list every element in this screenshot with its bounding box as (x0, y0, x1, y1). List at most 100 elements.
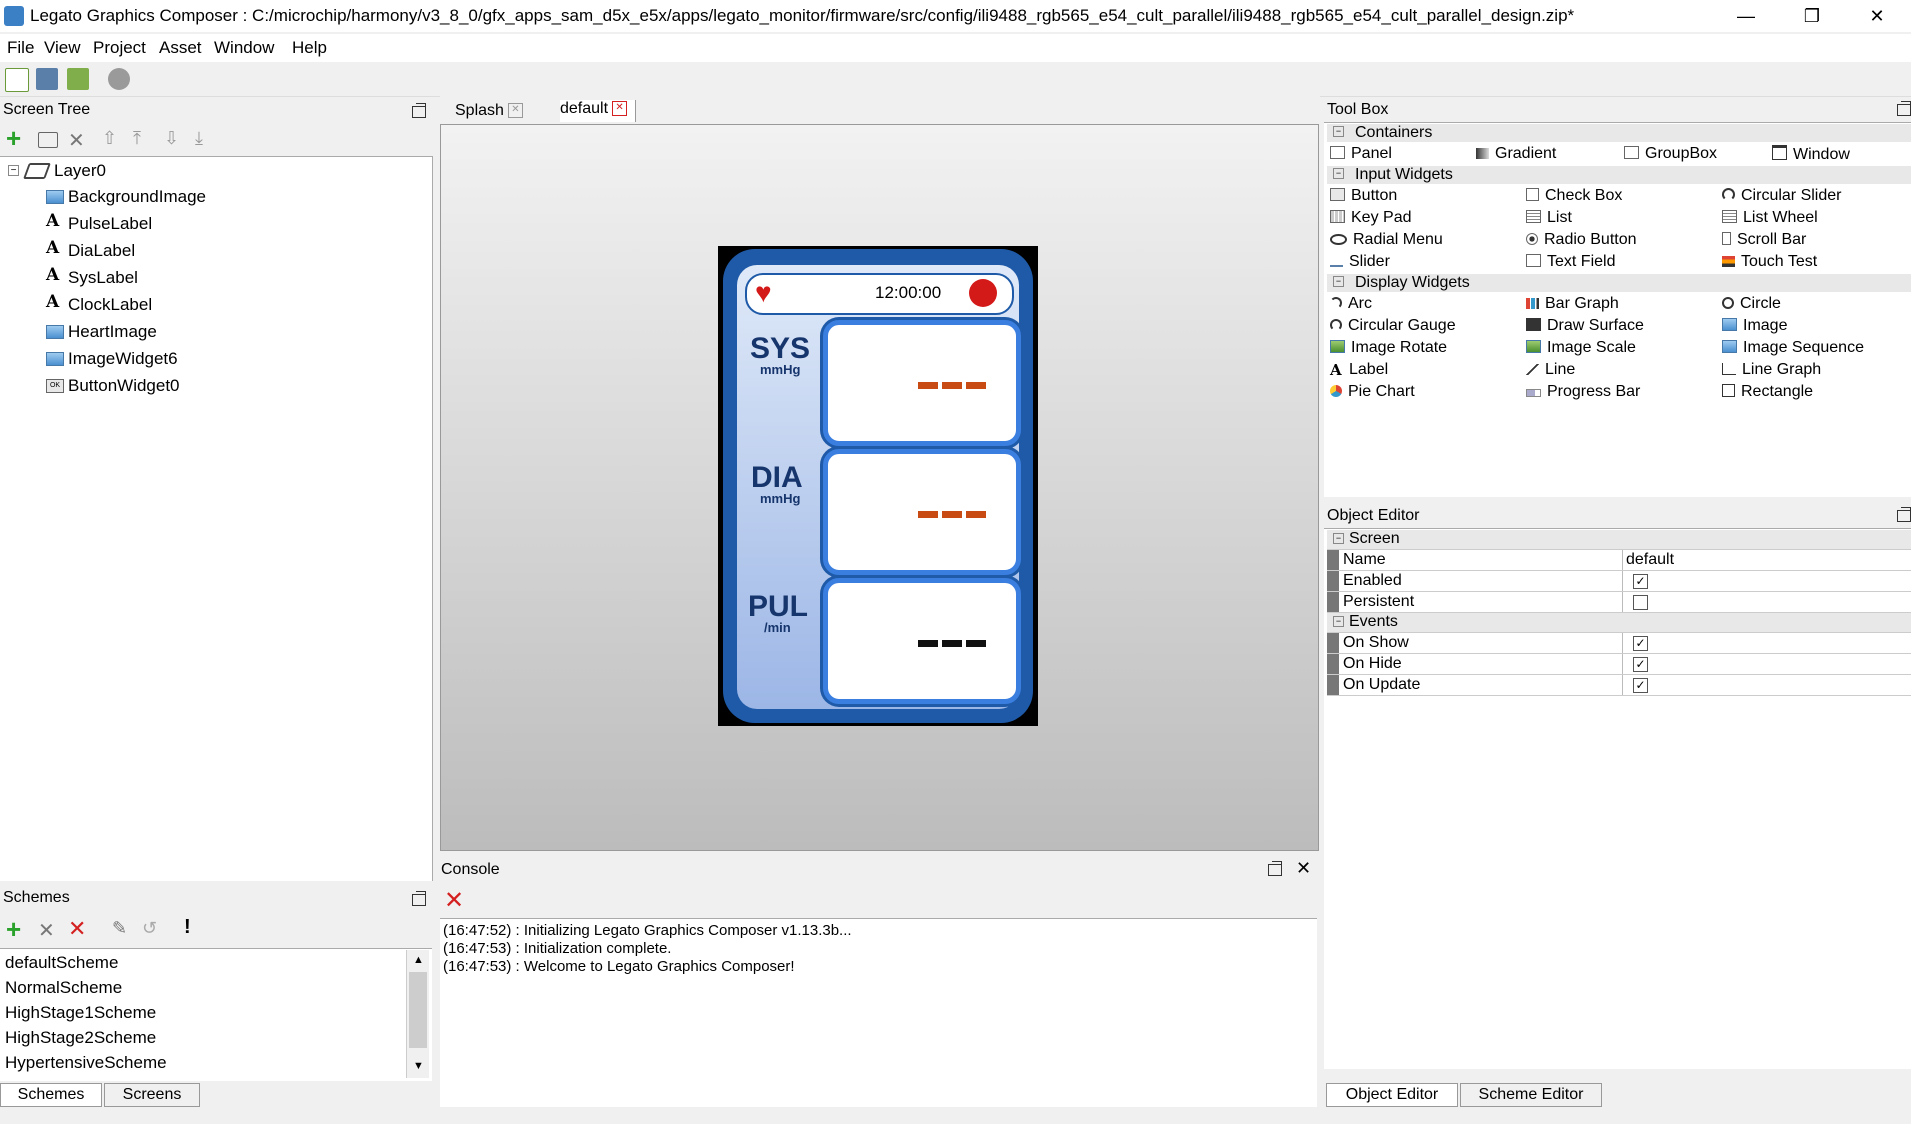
scroll-thumb[interactable] (409, 972, 427, 1048)
new-project-icon[interactable] (5, 68, 29, 92)
close-tab-icon[interactable]: ✕ (507, 103, 523, 119)
scheme-item[interactable]: HypertensiveScheme (5, 1053, 167, 1072)
tree-item[interactable]: DiaLabel (68, 241, 136, 260)
open-project-icon[interactable] (36, 68, 58, 90)
add-layer-icon[interactable] (38, 132, 58, 148)
tool-image-rotate[interactable]: Image Rotate (1330, 339, 1447, 357)
close-tab-icon[interactable]: ✕ (612, 101, 628, 117)
collapse-icon[interactable]: − (1333, 168, 1344, 179)
sys-label[interactable]: SYS (750, 332, 811, 365)
collapse-icon[interactable]: − (1333, 533, 1344, 544)
tool-touch-test[interactable]: Touch Test (1722, 253, 1817, 271)
restore-console-icon[interactable] (1268, 861, 1282, 876)
close-console-icon[interactable]: ✕ (1296, 858, 1312, 878)
scheme-item[interactable]: HighStage1Scheme (5, 1003, 157, 1022)
tool-rectangle[interactable]: Rectangle (1722, 383, 1813, 401)
scroll-up-icon[interactable]: ▲ (413, 954, 424, 966)
tool-scroll-bar[interactable]: Scroll Bar (1722, 231, 1806, 249)
maximize-button[interactable]: ❐ (1803, 6, 1821, 26)
menu-file[interactable]: File (7, 38, 35, 57)
tab-splash[interactable]: Splash✕ (455, 102, 523, 120)
menu-asset[interactable]: Asset (159, 38, 202, 57)
restore-object-editor-icon[interactable] (1897, 507, 1911, 522)
settings-gear-icon[interactable] (108, 68, 130, 90)
collapse-icon[interactable]: − (1333, 616, 1344, 627)
dia-label[interactable]: DIA (751, 461, 803, 494)
tool-progress-bar[interactable]: Progress Bar (1526, 383, 1640, 401)
menu-window[interactable]: Window (214, 38, 275, 57)
move-down-icon[interactable]: ⇩ (164, 128, 180, 148)
restore-toolbox-icon[interactable] (1897, 101, 1911, 116)
collapse-icon[interactable]: − (1333, 126, 1344, 137)
tab-default[interactable]: default✕ (560, 100, 637, 122)
on-update-checkbox[interactable]: ✓ (1633, 678, 1648, 693)
save-project-icon[interactable] (67, 68, 89, 90)
tool-window[interactable]: Window (1772, 145, 1850, 164)
clear-console-icon[interactable]: ✕ (444, 887, 465, 914)
tool-bar-graph[interactable]: Bar Graph (1526, 295, 1619, 313)
menu-project[interactable]: Project (93, 38, 146, 57)
tool-line-graph[interactable]: Line Graph (1722, 361, 1821, 379)
collapse-icon[interactable]: − (1333, 276, 1344, 287)
tool-circular-slider[interactable]: Circular Slider (1722, 187, 1841, 205)
tab-screens[interactable]: Screens (104, 1083, 200, 1107)
minimize-button[interactable]: — (1737, 6, 1755, 26)
tab-object-editor[interactable]: Object Editor (1326, 1083, 1458, 1107)
tool-button[interactable]: Button (1330, 187, 1397, 205)
tree-item[interactable]: HeartImage (68, 322, 157, 341)
scheme-item[interactable]: NormalScheme (5, 978, 123, 997)
events-group[interactable]: −Events (1327, 613, 1911, 633)
collapse-toggle-icon[interactable]: − (8, 165, 19, 176)
tool-groupbox[interactable]: GroupBox (1624, 145, 1717, 163)
rename-scheme-icon[interactable]: ↺ (142, 918, 158, 938)
tree-item[interactable]: PulseLabel (68, 214, 153, 233)
persistent-checkbox[interactable] (1633, 595, 1648, 610)
tab-scheme-editor[interactable]: Scheme Editor (1460, 1083, 1602, 1107)
edit-scheme-icon[interactable]: ✎ (112, 918, 128, 938)
tool-line[interactable]: Line (1526, 361, 1575, 379)
pul-label[interactable]: PUL (748, 590, 808, 623)
tool-image[interactable]: Image (1722, 317, 1787, 335)
add-scheme-icon[interactable]: + (6, 914, 22, 944)
menu-help[interactable]: Help (292, 38, 327, 57)
scheme-item[interactable]: HighStage2Scheme (5, 1028, 157, 1047)
clock-label[interactable]: 12:00:00 (875, 283, 942, 302)
tool-panel[interactable]: Panel (1330, 145, 1392, 163)
tool-circle[interactable]: Circle (1722, 295, 1781, 313)
tool-arc[interactable]: Arc (1330, 295, 1372, 313)
move-bottom-icon[interactable]: ⤓ (195, 128, 203, 148)
warning-icon[interactable]: ! (184, 916, 191, 938)
tool-circular-gauge[interactable]: Circular Gauge (1330, 317, 1456, 335)
tool-radial-menu[interactable]: Radial Menu (1330, 231, 1443, 249)
scroll-down-icon[interactable]: ▼ (413, 1060, 424, 1072)
delete-scheme-icon[interactable]: ✕ (68, 916, 87, 941)
tree-item[interactable]: ClockLabel (68, 295, 153, 314)
move-top-icon[interactable]: ⤒ (133, 128, 141, 148)
schemes-scrollbar[interactable]: ▲ ▼ (406, 950, 429, 1078)
console-output[interactable] (440, 918, 1317, 1107)
tool-image-sequence[interactable]: Image Sequence (1722, 339, 1864, 357)
heart-icon[interactable]: ♥ (755, 277, 772, 308)
on-hide-checkbox[interactable]: ✓ (1633, 657, 1648, 672)
add-screen-icon[interactable]: + (6, 123, 22, 153)
tool-keypad[interactable]: Key Pad (1330, 209, 1411, 227)
tree-item[interactable]: ButtonWidget0 (68, 376, 180, 395)
tool-gradient[interactable]: Gradient (1476, 145, 1556, 163)
tool-radio-button[interactable]: Radio Button (1526, 231, 1637, 249)
group-containers[interactable]: −Containers (1327, 124, 1911, 142)
tool-image-scale[interactable]: Image Scale (1526, 339, 1636, 357)
tool-checkbox[interactable]: Check Box (1526, 187, 1622, 205)
scheme-item[interactable]: defaultScheme (5, 953, 119, 972)
screen-name-field[interactable]: default (1626, 551, 1675, 568)
tool-text-field[interactable]: Text Field (1526, 253, 1615, 271)
tool-draw-surface[interactable]: Draw Surface (1526, 317, 1644, 335)
group-input-widgets[interactable]: −Input Widgets (1327, 166, 1911, 184)
menu-view[interactable]: View (44, 38, 81, 57)
tool-pie-chart[interactable]: Pie Chart (1330, 383, 1415, 401)
group-display-widgets[interactable]: −Display Widgets (1327, 274, 1911, 292)
tree-item[interactable]: SysLabel (68, 268, 138, 287)
tool-list[interactable]: List (1526, 209, 1572, 227)
tree-item-layer0[interactable]: Layer0 (54, 161, 106, 180)
restore-panel-icon[interactable] (412, 103, 426, 118)
